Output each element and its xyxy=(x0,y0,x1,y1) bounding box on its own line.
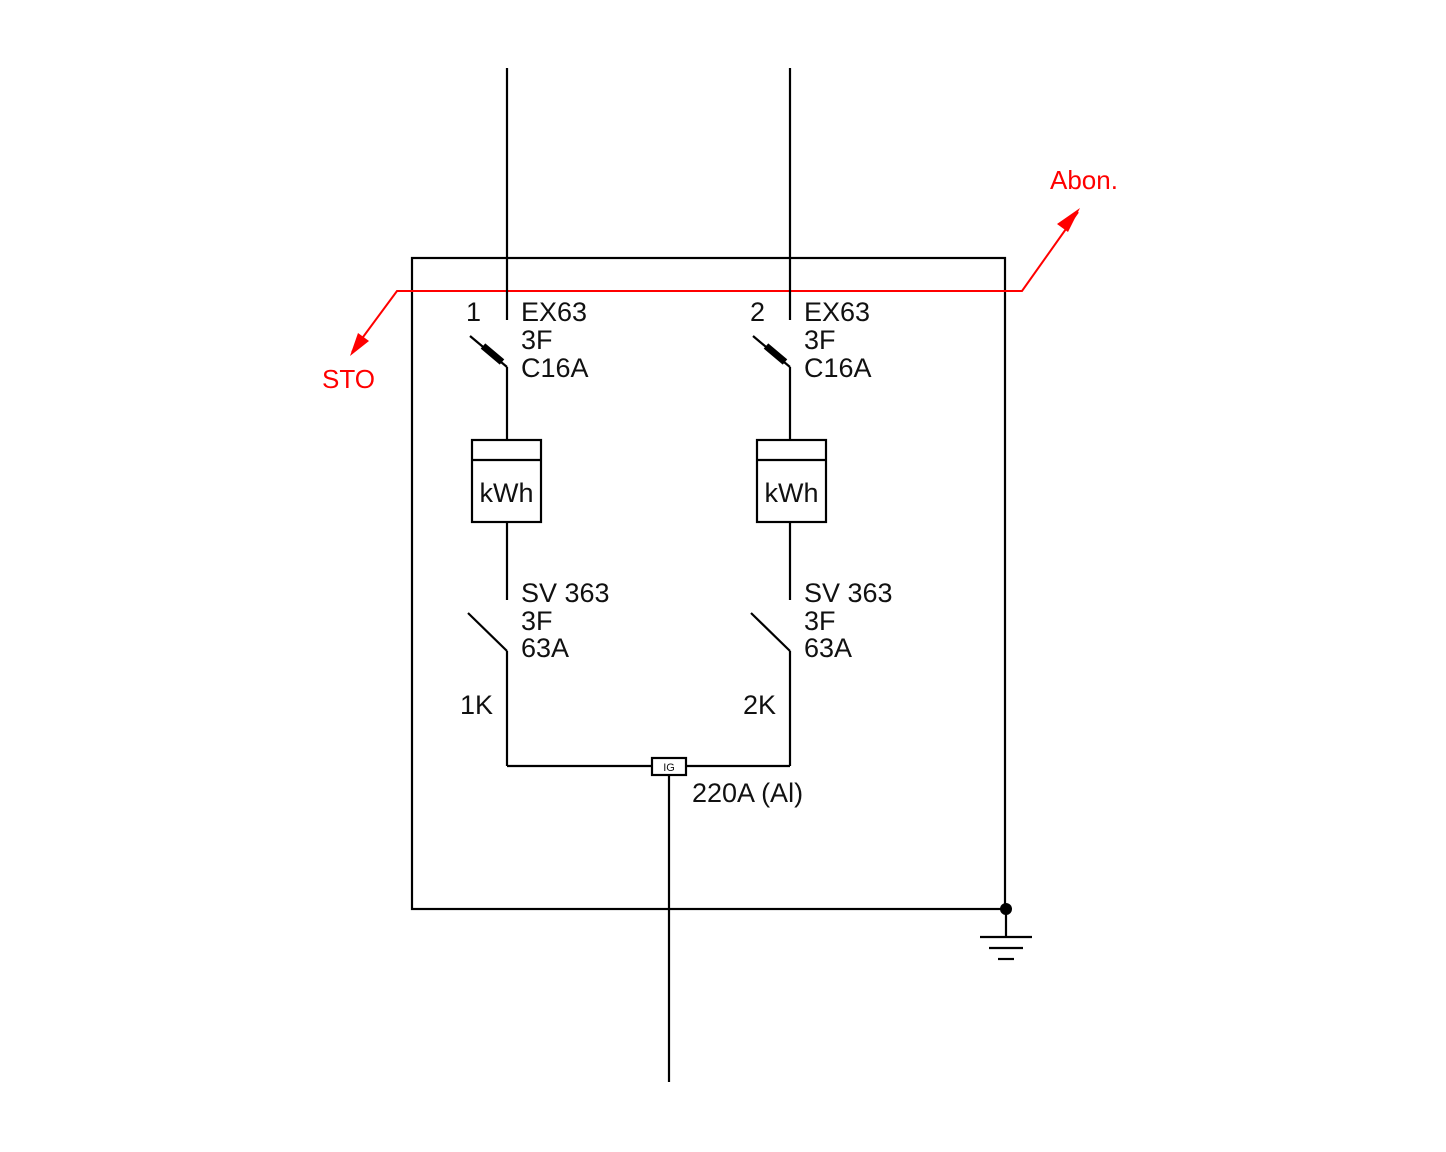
branch-1: 1 EX63 3F C16A kWh SV 363 3F 63A 1K xyxy=(460,68,610,766)
branch-number: 1 xyxy=(466,297,481,327)
connector-rating: 220A (Al) xyxy=(692,778,803,808)
breaker-rating: C16A xyxy=(521,353,589,383)
breaker-model: EX63 xyxy=(804,297,870,327)
switch-poles: 3F xyxy=(804,606,836,636)
breaker-rating: C16A xyxy=(804,353,872,383)
meter-label: kWh xyxy=(765,478,819,508)
switch-model: SV 363 xyxy=(804,578,893,608)
breaker-model: EX63 xyxy=(521,297,587,327)
enclosure-box xyxy=(410,256,1007,911)
switch-model: SV 363 xyxy=(521,578,610,608)
branch-number: 2 xyxy=(750,297,765,327)
boundary-line: STO Abon. xyxy=(322,165,1118,394)
switch-poles: 3F xyxy=(521,606,553,636)
energy-meter: kWh xyxy=(755,438,828,524)
switch-rating: 63A xyxy=(521,633,569,663)
ground-connection xyxy=(980,903,1032,961)
arrow-right-icon xyxy=(1057,208,1080,232)
breaker-poles: 3F xyxy=(804,325,836,355)
circuit-breaker-icon xyxy=(469,335,508,368)
switch-rating: 63A xyxy=(804,633,852,663)
busbar: IG 220A (Al) xyxy=(507,756,803,808)
arrow-left-icon xyxy=(350,333,369,356)
annotation-right: Abon. xyxy=(1050,165,1118,195)
disconnect-switch-icon xyxy=(750,612,791,652)
breaker-poles: 3F xyxy=(521,325,553,355)
energy-meter: kWh xyxy=(470,438,543,524)
ground-icon xyxy=(980,935,1032,961)
disconnect-switch-icon xyxy=(467,612,508,652)
cable-label: 1K xyxy=(460,690,493,720)
connector-tag: IG xyxy=(663,762,675,774)
annotation-left: STO xyxy=(322,364,375,394)
meter-label: kWh xyxy=(480,478,534,508)
circuit-breaker-icon xyxy=(752,335,791,368)
cable-label: 2K xyxy=(743,690,776,720)
branch-2: 2 EX63 3F C16A kWh SV 363 3F 63A 2K xyxy=(743,68,893,766)
